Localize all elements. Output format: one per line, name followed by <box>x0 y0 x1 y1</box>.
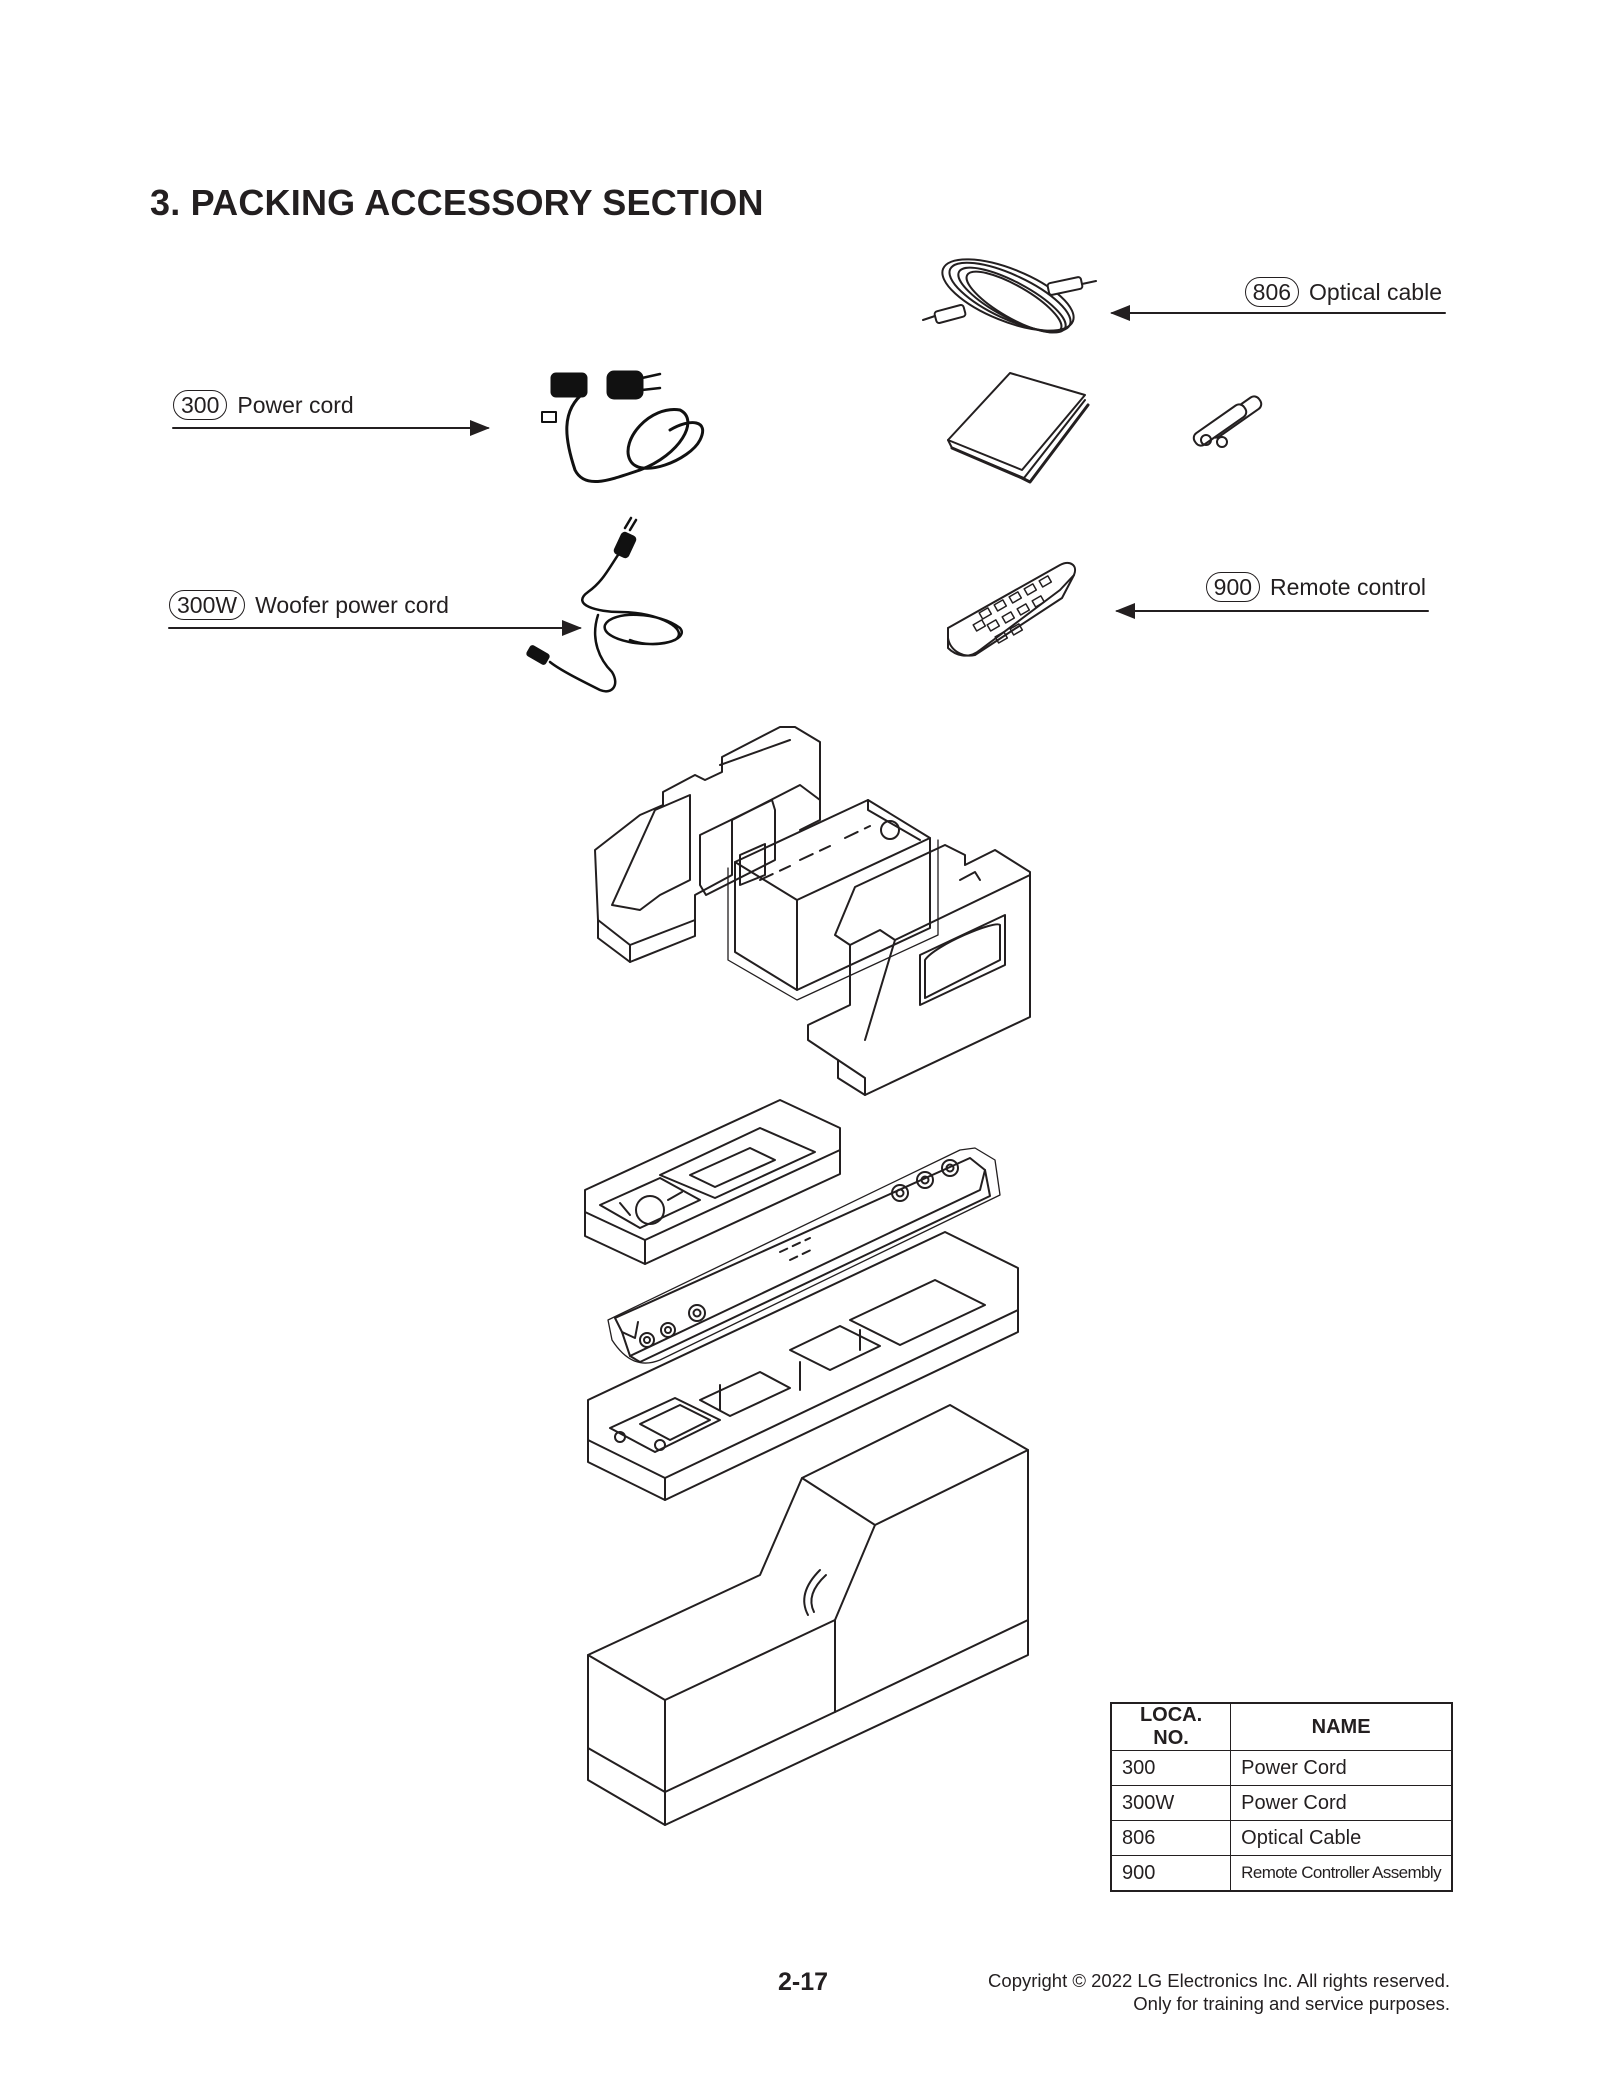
manual-icon <box>947 372 1090 484</box>
callout-woofer-power-cord: 300W Woofer power cord <box>169 590 449 620</box>
copyright-line: Copyright © 2022 LG Electronics Inc. All… <box>988 1970 1450 1991</box>
name-cell: Remote Controller Assembly <box>1230 1855 1453 1892</box>
loca-badge: 900 <box>1205 572 1261 602</box>
usage-line: Only for training and service purposes. <box>1133 1993 1450 2014</box>
loca-no-cell: 300 <box>1110 1750 1232 1786</box>
page-number: 2-17 <box>778 1968 829 1996</box>
header-name: NAME <box>1230 1702 1453 1751</box>
right-foam-end-cap <box>807 844 1031 1096</box>
table-row: 900 Remote Controller Assembly <box>1110 1855 1453 1892</box>
parts-table: LOCA. NO. NAME 300 Power Cord 300W Power… <box>1110 1702 1453 1892</box>
callout-optical-cable: 806 Optical cable <box>1244 277 1442 307</box>
table-row: 300 Power Cord <box>1110 1750 1453 1786</box>
callout-remote-control: 900 Remote control <box>1205 572 1426 602</box>
header-loca-no: LOCA. NO. <box>1110 1702 1232 1751</box>
optical-cable-icon <box>922 258 1097 334</box>
upper-foam-tray <box>584 1099 841 1265</box>
bottom-carton-block <box>587 1404 1029 1826</box>
callout-label: Power cord <box>237 391 354 418</box>
loca-no-cell: 900 <box>1110 1855 1232 1892</box>
name-cell: Optical Cable <box>1230 1820 1453 1856</box>
soundbar-unit <box>607 1147 1001 1364</box>
table-row: 300W Power Cord <box>1110 1785 1453 1821</box>
woofer-power-cord-icon <box>526 516 683 693</box>
table-row: 806 Optical Cable <box>1110 1820 1453 1856</box>
copyright-notice: Copyright © 2022 LG Electronics Inc. All… <box>988 1969 1450 2015</box>
table-header-row: LOCA. NO. NAME <box>1110 1702 1453 1751</box>
batteries-icon <box>1192 395 1263 448</box>
woofer-box <box>727 799 939 1001</box>
loca-badge: 806 <box>1244 277 1300 307</box>
power-cord-icon <box>541 370 705 484</box>
name-cell: Power Cord <box>1230 1785 1453 1821</box>
loca-badge: 300 <box>173 390 228 420</box>
callout-label: Optical cable <box>1309 278 1442 305</box>
loca-badge: 300W <box>169 590 246 620</box>
loca-no-cell: 300W <box>1110 1785 1232 1821</box>
name-cell: Power Cord <box>1230 1750 1453 1786</box>
left-foam-end-cap <box>594 726 821 963</box>
callout-power-cord: 300 Power cord <box>173 390 354 420</box>
loca-no-cell: 806 <box>1110 1820 1232 1856</box>
callout-label: Remote control <box>1270 573 1426 600</box>
remote-control-icon <box>947 562 1076 657</box>
callout-label: Woofer power cord <box>255 591 449 618</box>
lower-foam-tray <box>587 1231 1019 1501</box>
section-title: 3. PACKING ACCESSORY SECTION <box>150 182 764 223</box>
